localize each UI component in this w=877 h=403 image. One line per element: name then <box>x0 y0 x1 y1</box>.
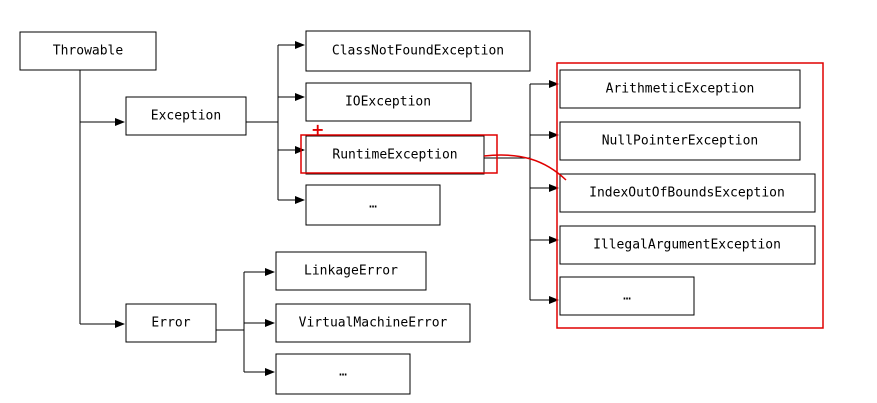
node-virtualmachineerror: VirtualMachineError <box>275 303 471 343</box>
node-label: … <box>339 365 347 380</box>
highlight-runtimeexception-box <box>300 134 498 174</box>
node-label: ArithmeticException <box>606 82 755 97</box>
highlight-runtime-subclasses-box <box>556 62 824 329</box>
node-label: Throwable <box>53 44 124 59</box>
node-label: RuntimeException <box>332 148 457 163</box>
highlight-connector-curve <box>483 154 567 181</box>
node-label: Exception <box>151 109 221 124</box>
node-exception-more: … <box>305 184 441 226</box>
node-error-more: … <box>275 353 411 395</box>
node-label: … <box>623 289 631 304</box>
node-classnotfoundexception: ClassNotFoundException <box>305 30 531 72</box>
node-error: Error <box>125 303 217 343</box>
node-label: IOException <box>345 95 431 110</box>
node-throwable: Throwable <box>19 31 157 71</box>
node-label: NullPointerException <box>602 134 759 149</box>
node-exception: Exception <box>125 96 247 136</box>
node-ioexception: IOException <box>305 82 472 122</box>
node-label: VirtualMachineError <box>299 316 448 331</box>
node-illegalargumentexception: IllegalArgumentException <box>559 225 816 265</box>
node-label: ClassNotFoundException <box>332 44 504 59</box>
connectors <box>79 41 559 376</box>
node-label: LinkageError <box>304 264 398 279</box>
node-nullpointerexception: NullPointerException <box>559 121 801 161</box>
node-label: IndexOutOfBoundsException <box>589 186 785 201</box>
highlight-annotations: + <box>300 62 824 329</box>
node-label: … <box>369 197 377 212</box>
highlight-plus-marker: + <box>311 120 324 139</box>
node-runtimeexception: RuntimeException <box>305 135 485 175</box>
node-label: IllegalArgumentException <box>593 238 781 253</box>
node-arithmeticexception: ArithmeticException <box>559 69 801 109</box>
node-label: Error <box>151 316 190 331</box>
node-linkageerror: LinkageError <box>275 251 427 291</box>
node-indexoutofboundsexception: IndexOutOfBoundsException <box>559 173 816 213</box>
node-runtime-more: … <box>559 276 695 316</box>
